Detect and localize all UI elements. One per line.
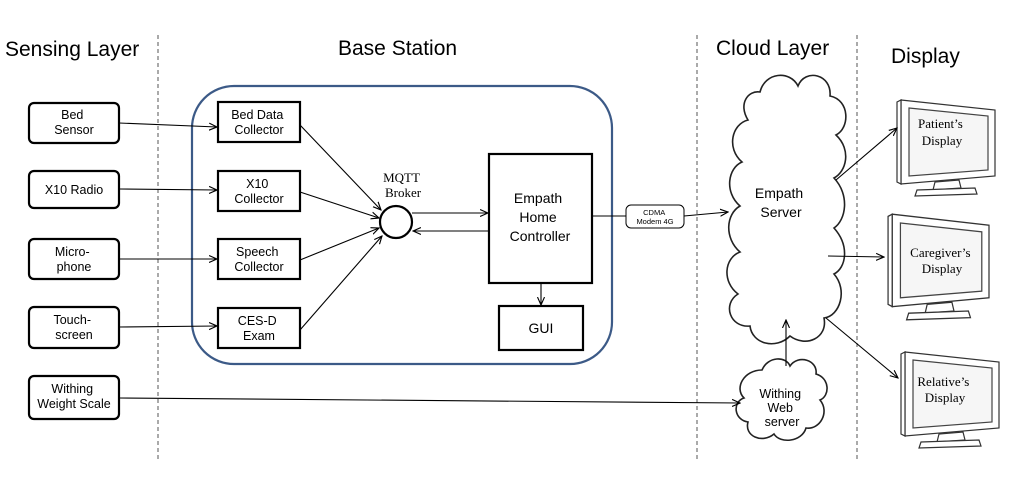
touchscreen-label: Touch- screen bbox=[53, 313, 94, 342]
arrow-modem-to-server bbox=[683, 212, 728, 216]
caregiver-display-label: Caregiver’s Display bbox=[910, 245, 974, 276]
arrow-weight-scale-to-web-server bbox=[118, 397, 740, 403]
mqtt-broker-label: MQTT Broker bbox=[383, 170, 423, 200]
ces-d-exam-box: CES-D Exam bbox=[216, 306, 302, 350]
bed-data-collector-box: Bed Data Collector bbox=[216, 100, 302, 144]
base-station-container bbox=[190, 84, 614, 366]
microphone-box: Micro- phone bbox=[27, 237, 121, 281]
arrow-cesd-to-broker bbox=[299, 236, 382, 331]
cdma-modem-box: CDMA Modem 4G bbox=[625, 204, 685, 229]
empath-server-cloud bbox=[726, 74, 847, 345]
arrow-speech-collector-to-broker bbox=[299, 228, 379, 261]
withing-weight-scale-label: Withing Weight Scale bbox=[37, 382, 110, 411]
touchscreen-box: Touch- screen bbox=[27, 305, 121, 350]
base-station-header: Base Station bbox=[338, 37, 457, 60]
x10-radio-label: X10 Radio bbox=[45, 183, 103, 197]
speech-collector-label: Speech Collector bbox=[234, 245, 283, 274]
x10-collector-label: X10 Collector bbox=[234, 177, 283, 206]
patient-display-monitor bbox=[896, 99, 996, 197]
empath-home-controller-label: Empath Home Controller bbox=[510, 190, 571, 244]
patient-display-label: Patient’s Display bbox=[918, 116, 966, 148]
arrow-bed-sensor-to-collector bbox=[118, 122, 217, 127]
bed-sensor-label: Bed Sensor bbox=[54, 108, 94, 137]
speech-collector-box: Speech Collector bbox=[216, 237, 302, 281]
ces-d-exam-label: CES-D Exam bbox=[238, 314, 280, 343]
arrow-server-to-relative-display bbox=[825, 317, 898, 378]
arrow-bed-collector-to-broker bbox=[299, 124, 381, 210]
arrow-touchscreen-to-collector bbox=[118, 326, 217, 327]
cloud-layer-header: Cloud Layer bbox=[716, 37, 829, 60]
withing-web-server-label: Withing Web server bbox=[759, 387, 804, 429]
arrow-server-to-caregiver-display bbox=[827, 256, 884, 257]
x10-radio-box: X10 Radio bbox=[27, 169, 121, 210]
sensing-layer-header: Sensing Layer bbox=[5, 38, 139, 61]
x10-collector-box: X10 Collector bbox=[216, 169, 302, 213]
cdma-modem-label: CDMA Modem 4G bbox=[636, 208, 673, 226]
arrow-server-to-patient-display bbox=[835, 128, 897, 181]
display-header: Display bbox=[891, 45, 960, 68]
gui-box: GUI bbox=[497, 304, 585, 352]
mqtt-broker-node bbox=[378, 204, 414, 240]
withing-weight-scale-box: Withing Weight Scale bbox=[27, 374, 121, 421]
microphone-label: Micro- phone bbox=[55, 245, 93, 274]
bed-data-collector-label: Bed Data Collector bbox=[231, 108, 287, 137]
gui-label: GUI bbox=[529, 320, 554, 336]
bed-sensor-box: Bed Sensor bbox=[27, 101, 121, 145]
relative-display-label: Relative’s Display bbox=[917, 374, 972, 405]
empath-home-controller-box: Empath Home Controller bbox=[487, 152, 594, 285]
arrow-x10-radio-to-collector bbox=[118, 189, 217, 190]
empath-server-label: Empath Server bbox=[755, 185, 807, 220]
arrow-x10-collector-to-broker bbox=[299, 191, 379, 218]
